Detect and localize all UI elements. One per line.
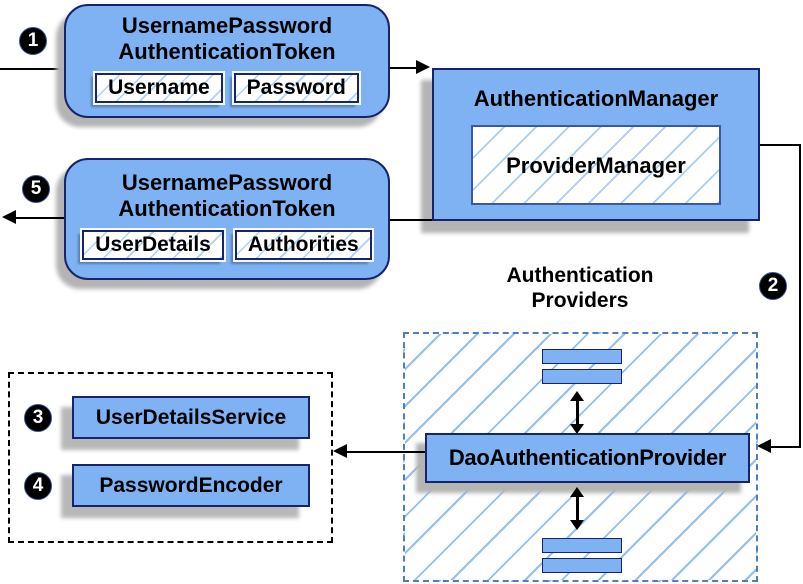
dao-authentication-provider-box: DaoAuthenticationProvider	[425, 433, 750, 483]
providers-heading-line2: Providers	[531, 289, 629, 312]
step-1-badge: 1	[19, 27, 47, 55]
provider-to-services-line	[345, 451, 425, 453]
other-provider-bar	[542, 369, 622, 384]
request-token-fields: Username Password	[66, 71, 388, 105]
step-1-number: 1	[27, 30, 39, 51]
provider-link-line-top	[576, 399, 579, 427]
token-to-manager-arrowhead-icon	[416, 60, 430, 74]
manager-to-provider-arrowhead-icon	[757, 439, 771, 453]
providers-heading-line1: Authentication	[506, 264, 654, 287]
step-4-badge: 4	[24, 472, 52, 500]
request-token-title: UsernamePassword AuthenticationToken	[66, 6, 388, 65]
response-token-title-line1: UsernamePassword	[121, 170, 333, 195]
username-field-box: Username	[93, 71, 225, 105]
manager-to-provider-line-top	[760, 144, 801, 146]
manager-to-provider-line-bottom	[768, 446, 801, 448]
request-token-title-line2: AuthenticationToken	[118, 39, 336, 64]
down-arrowhead-icon	[570, 424, 584, 434]
step-2-badge: 2	[759, 272, 787, 300]
step-3-badge: 3	[24, 404, 52, 432]
password-field-box: Password	[231, 71, 361, 105]
incoming-request-line	[0, 68, 64, 70]
response-token-title: UsernamePassword AuthenticationToken	[66, 160, 388, 222]
down-arrowhead-icon	[570, 520, 584, 530]
authorities-field-box: Authorities	[232, 228, 374, 262]
step-4-number: 4	[32, 475, 44, 496]
provider-link-line-bottom	[576, 495, 579, 523]
step-2-number: 2	[767, 275, 779, 296]
provider-to-services-arrowhead-icon	[333, 444, 347, 458]
authentication-manager-box: AuthenticationManager ProviderManager	[432, 68, 760, 221]
token-to-manager-line	[390, 67, 418, 69]
other-provider-bar	[542, 538, 622, 553]
up-arrowhead-icon	[570, 391, 584, 401]
request-token-title-line1: UsernamePassword	[121, 13, 333, 38]
step-5-badge: 5	[22, 175, 50, 203]
authentication-manager-title: AuthenticationManager	[473, 86, 719, 111]
provider-manager-box: ProviderManager	[471, 125, 721, 205]
response-token-title-line2: AuthenticationToken	[118, 196, 336, 221]
other-provider-bar	[542, 349, 622, 364]
password-encoder-box: PasswordEncoder	[72, 464, 310, 507]
outgoing-response-arrowhead-icon	[2, 210, 16, 224]
step-5-number: 5	[30, 178, 42, 199]
userdetails-field-box: UserDetails	[80, 228, 226, 262]
response-token-box: UsernamePassword AuthenticationToken Use…	[64, 158, 390, 280]
manager-to-provider-line-vertical	[799, 144, 801, 448]
step-3-number: 3	[32, 407, 44, 428]
response-token-fields: UserDetails Authorities	[66, 228, 388, 262]
manager-to-token-line	[390, 219, 432, 221]
up-arrowhead-icon	[570, 487, 584, 497]
request-token-box: UsernamePassword AuthenticationToken Use…	[64, 4, 390, 118]
providers-heading: Authentication Providers	[470, 263, 690, 313]
outgoing-response-line	[14, 217, 64, 219]
other-provider-bar	[542, 558, 622, 573]
user-details-service-box: UserDetailsService	[72, 396, 310, 439]
